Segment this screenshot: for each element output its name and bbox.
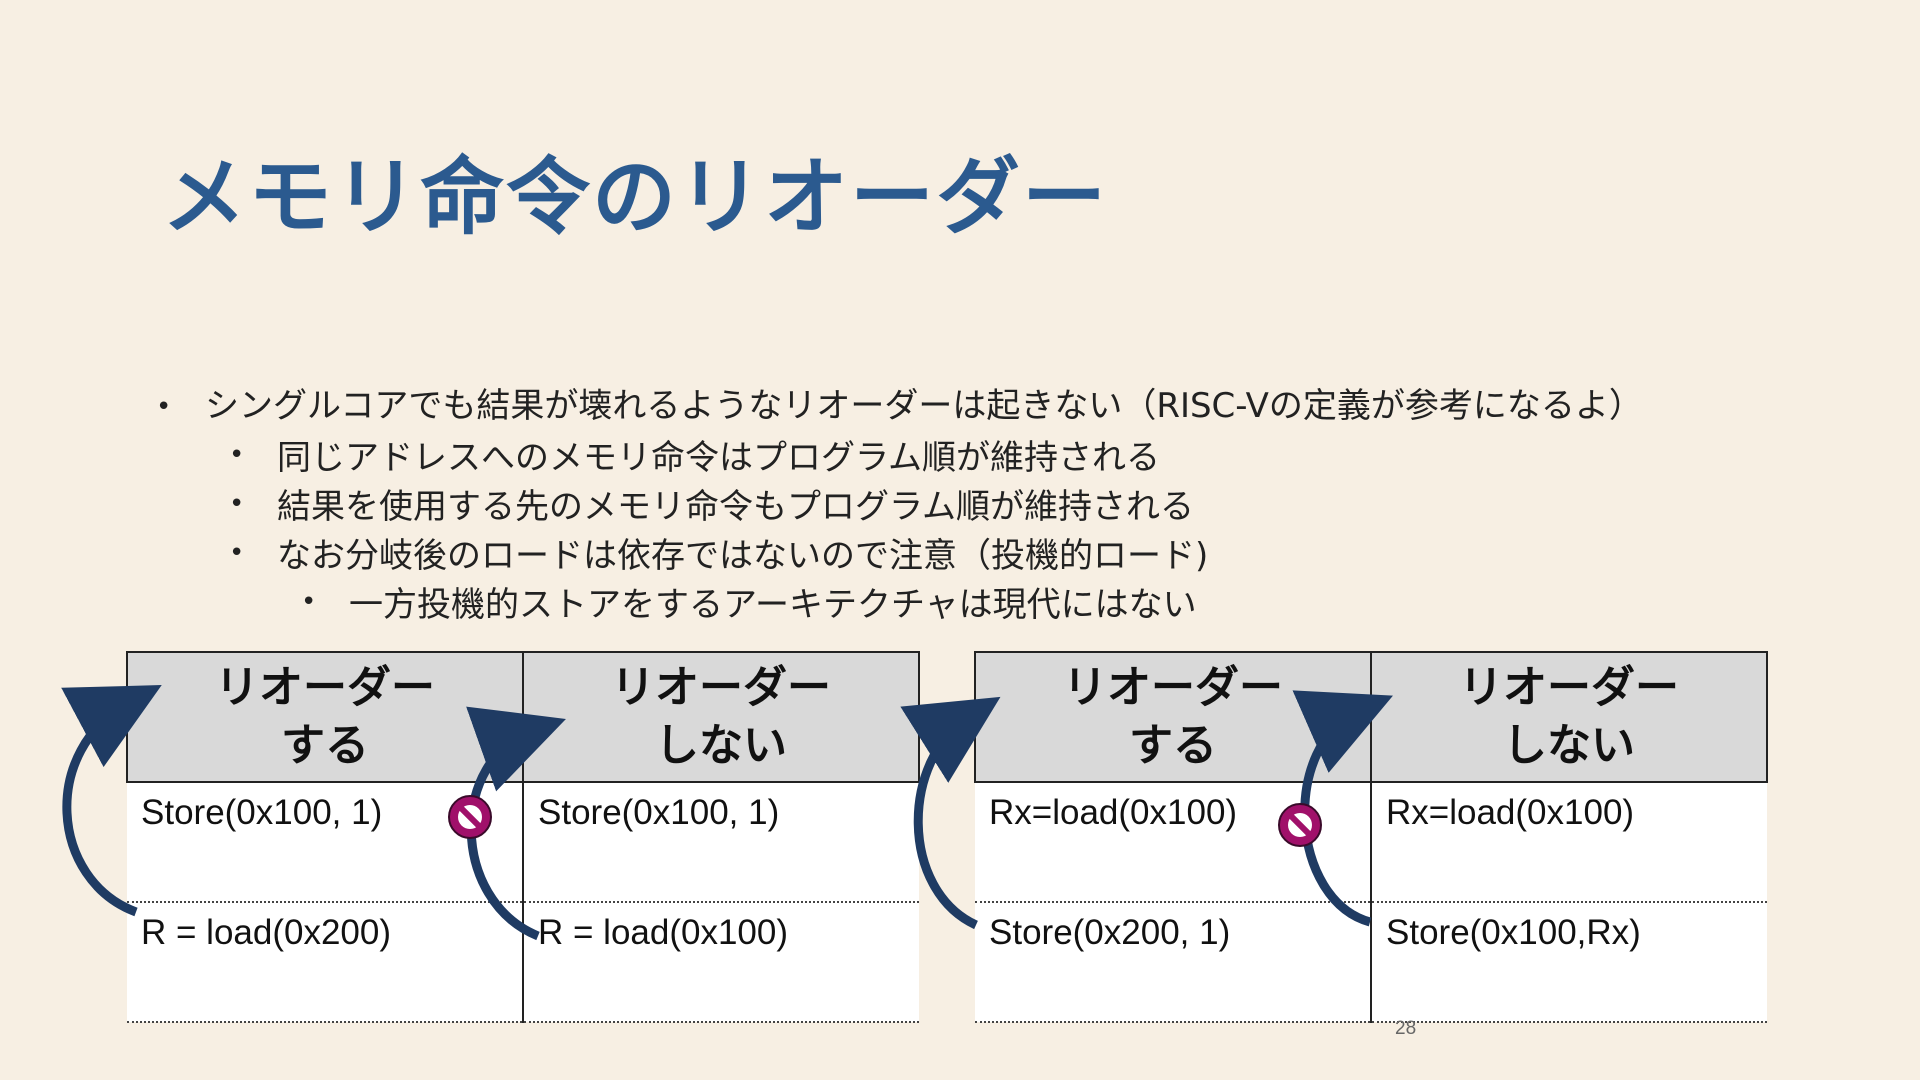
table-row: Store(0x100, 1) Store(0x100, 1)	[127, 782, 919, 903]
reorder-table-load-store: リオーダー する リオーダー しない Rx=load(0x100) Rx=loa…	[974, 651, 1768, 1023]
bullet-marker: •	[301, 587, 317, 617]
header-line: リオーダー	[215, 662, 435, 713]
header-line: しない	[1503, 720, 1635, 771]
table-header: リオーダー する	[126, 651, 524, 783]
table-cell: Rx=load(0x100)	[1371, 782, 1767, 903]
bullet-marker: •	[229, 489, 245, 519]
table-cell: Store(0x100, 1)	[523, 782, 919, 903]
header-line: リオーダー	[1459, 662, 1679, 713]
table-cell: Store(0x100, 1)	[127, 782, 524, 903]
table-cell: R = load(0x100)	[523, 902, 919, 1023]
bullet-marker: •	[156, 392, 172, 422]
bullet-item: なお分岐後のロードは依存ではないので注意（投機的ロード)	[277, 536, 1209, 576]
prohibited-icon	[1278, 803, 1322, 847]
page-number: 28	[1395, 1018, 1417, 1039]
bullet-item: シングルコアでも結果が壊れるようなリオーダーは起きない（RISC-Vの定義が参考…	[205, 386, 1643, 426]
bullet-item: 一方投機的ストアをするアーキテクチャは現代にはない	[349, 585, 1197, 625]
prohibited-icon	[448, 795, 492, 839]
table-cell: Store(0x100,Rx)	[1371, 902, 1767, 1023]
header-line: する	[1129, 720, 1217, 771]
table-header: リオーダー しない	[522, 651, 920, 783]
curved-arrow-icon	[900, 696, 1001, 930]
reorder-table-store-load: リオーダー する リオーダー しない Store(0x100, 1) Store…	[126, 651, 920, 1023]
bullet-marker: •	[229, 440, 245, 470]
table-cell: R = load(0x200)	[127, 902, 524, 1023]
bullet-item: 同じアドレスへのメモリ命令はプログラム順が維持される	[277, 438, 1160, 478]
table-row: R = load(0x200) R = load(0x100)	[127, 902, 919, 1023]
header-line: リオーダー	[1063, 662, 1283, 713]
curved-arrow-icon	[61, 685, 162, 917]
table-row: Store(0x200, 1) Store(0x100,Rx)	[975, 902, 1767, 1023]
header-line: する	[281, 720, 369, 771]
bullet-item: 結果を使用する先のメモリ命令もプログラム順が維持される	[277, 487, 1194, 527]
header-line: リオーダー	[611, 662, 831, 713]
header-line: しない	[655, 720, 787, 771]
table-cell: Store(0x200, 1)	[975, 902, 1372, 1023]
bullet-marker: •	[229, 538, 245, 568]
table-header: リオーダー しない	[1370, 651, 1768, 783]
page-title: メモリ命令のリオーダー	[162, 148, 1109, 246]
